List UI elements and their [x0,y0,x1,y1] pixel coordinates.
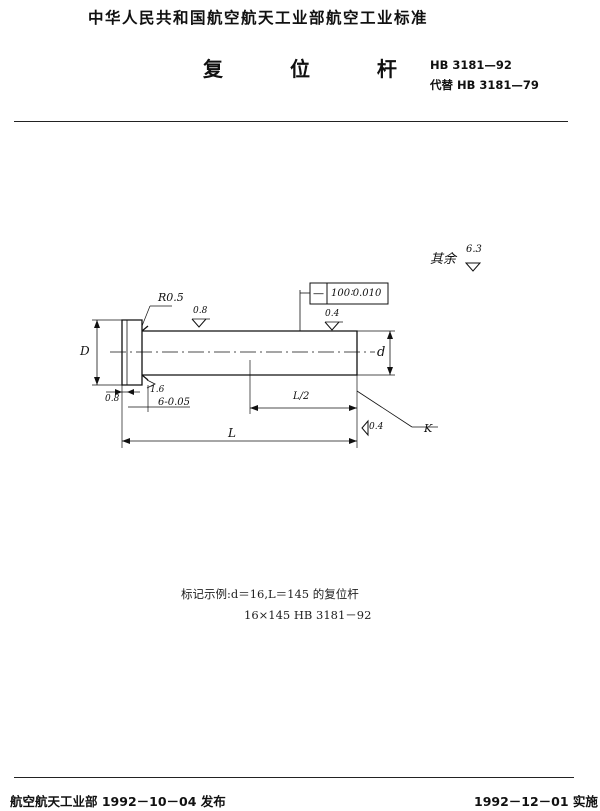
roughness-head-value: 0.8 [193,306,208,316]
dimension-groove-width: 6-0.05 [158,397,191,408]
tolerance-frame [309,282,389,305]
issuing-organization: 中华人民共和国航空航天工业部航空工业标准 [88,9,429,27]
standard-number: HB 3181—92 [430,58,512,72]
marking-example: 标记示例:d＝16,L＝145 的复位杆 [181,587,359,601]
dimension-groove-depth: 1.6 [150,385,165,395]
roughness-other-value: 6.3 [466,244,482,255]
issued-date: 航空航天工业部 1992－10－04 发布 [10,794,226,809]
roughness-end-value: 0.4 [369,422,384,432]
effective-date: 1992－12－01 实施 [474,794,598,809]
dimension-head-thickness: 0.8 [105,394,120,404]
roughness-note: 其余 [430,252,457,267]
roughness-mark-end [361,419,369,437]
marking-example-code: 16×145 HB 3181－92 [244,608,372,622]
header-rule [14,121,568,123]
roughness-mark-head [191,318,207,328]
dimension-d: d [377,345,386,360]
replaced-standard: 代替 HB 3181—79 [430,78,539,92]
radius-label: R0.5 [158,291,184,304]
label-K: K [424,422,433,435]
document-title: 复 位 杆 [203,57,427,81]
rod-head [121,319,143,386]
dimension-length: L [228,426,236,440]
tolerance-symbol: — [313,287,324,300]
tolerance-value: 100∶0.010 [331,288,382,299]
roughness-mark-shank [324,321,340,331]
roughness-mark-other [464,262,482,272]
dimension-D: D [80,344,90,358]
roughness-shank-value: 0.4 [325,309,340,319]
footer-rule [14,777,574,779]
rod-shank [142,330,358,376]
dimension-half-length: L/2 [293,391,310,402]
